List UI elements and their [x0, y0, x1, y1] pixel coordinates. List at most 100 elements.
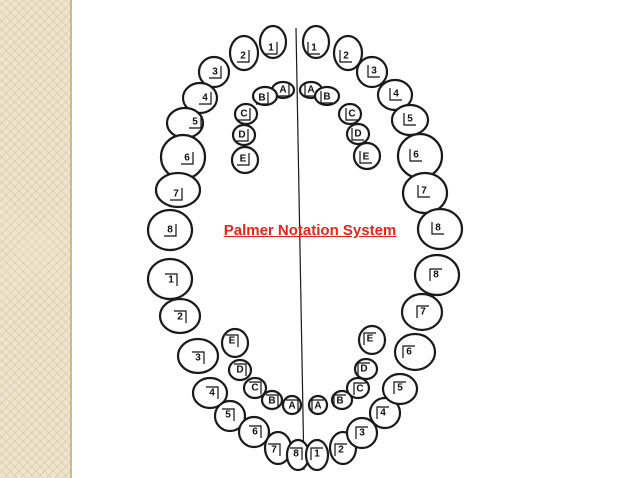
quadrant-bracket: [236, 129, 249, 142]
quadrant-bracket: [417, 185, 430, 198]
tooth-lower-left-permanent-7: 7: [400, 292, 444, 332]
tooth-lower-left-permanent-8: 8: [413, 253, 461, 297]
tooth-label: 7: [173, 189, 179, 200]
tooth-outline: [413, 253, 461, 297]
quadrant-bracket: [249, 381, 262, 394]
tooth-label: 2: [338, 445, 344, 456]
quadrant-bracket: [209, 66, 222, 79]
tooth-label: 5: [407, 114, 413, 125]
tooth-label: D: [236, 365, 243, 376]
tooth-label: 3: [359, 428, 365, 439]
tooth-label: 5: [397, 383, 403, 394]
tooth-label: E: [229, 336, 236, 347]
tooth-upper-right-deciduous-e: E: [230, 145, 260, 175]
tooth-label: C: [251, 383, 258, 394]
slide-border-line: [70, 0, 72, 478]
tooth-upper-right-deciduous-d: D: [231, 123, 257, 147]
tooth-outline: [301, 24, 331, 60]
tooth-outline: [146, 208, 194, 252]
quadrant-bracket: [304, 84, 317, 97]
tooth-label: 1: [268, 43, 274, 54]
tooth-label: D: [354, 129, 361, 140]
tooth-upper-left-deciduous-e: E: [352, 141, 382, 171]
tooth-upper-left-permanent-4: 4: [376, 78, 414, 112]
quadrant-bracket: [416, 305, 429, 318]
tooth-label: 6: [413, 150, 419, 161]
quadrant-bracket: [226, 334, 239, 347]
tooth-label: C: [356, 384, 363, 395]
midline: [295, 27, 305, 471]
tooth-lower-right-permanent-2: 2: [158, 297, 202, 335]
tooth-lower-left-deciduous-c: C: [345, 376, 371, 400]
tooth-label: 2: [343, 51, 349, 62]
quadrant-bracket: [181, 152, 194, 165]
quadrant-bracket: [402, 345, 415, 358]
tooth-label: E: [363, 152, 370, 163]
quadrant-bracket: [334, 443, 347, 456]
quadrant-bracket: [376, 406, 389, 419]
tooth-lower-right-permanent-1: 1: [146, 257, 194, 301]
tooth-label: 3: [195, 353, 201, 364]
tooth-label: A: [279, 85, 286, 96]
tooth-outline: [396, 132, 444, 180]
quadrant-bracket: [170, 188, 183, 201]
tooth-outline: [393, 332, 437, 372]
tooth-upper-left-permanent-7: 7: [401, 171, 449, 215]
tooth-upper-right-permanent-3: 3: [197, 55, 231, 89]
tooth-lower-left-permanent-3: 3: [345, 416, 379, 450]
quadrant-bracket: [429, 268, 442, 281]
tooth-label: 2: [177, 312, 183, 323]
tooth-outline: [233, 102, 259, 126]
quadrant-bracket: [222, 408, 235, 421]
tooth-outline: [197, 55, 231, 89]
tooth-outline: [176, 337, 220, 375]
tooth-upper-right-permanent-2: 2: [228, 34, 260, 72]
tooth-label: 6: [252, 427, 258, 438]
quadrant-bracket: [277, 84, 290, 97]
quadrant-bracket: [409, 149, 422, 162]
quadrant-bracket: [256, 92, 269, 105]
tooth-outline: [158, 297, 202, 335]
quadrant-bracket: [353, 382, 366, 395]
tooth-upper-left-permanent-8: 8: [416, 207, 464, 251]
quadrant-bracket: [206, 386, 219, 399]
tooth-upper-left-permanent-1: 1: [301, 24, 331, 60]
quadrant-bracket: [199, 92, 212, 105]
tooth-label: C: [348, 109, 355, 120]
quadrant-bracket: [237, 153, 250, 166]
quadrant-bracket: [290, 447, 303, 460]
quadrant-bracket: [265, 42, 278, 55]
quadrant-bracket: [192, 351, 205, 364]
quadrant-bracket: [286, 399, 299, 412]
tooth-outline: [154, 171, 202, 209]
tooth-lower-left-permanent-5: 5: [381, 372, 419, 406]
quadrant-bracket: [339, 50, 352, 63]
tooth-outline: [355, 55, 389, 89]
quadrant-bracket: [393, 381, 406, 394]
tooth-outline: [376, 78, 414, 112]
quadrant-bracket: [351, 128, 364, 141]
tooth-upper-left-permanent-2: 2: [332, 34, 364, 72]
tooth-label: 8: [433, 270, 439, 281]
quadrant-bracket: [320, 91, 333, 104]
tooth-label: 2: [240, 51, 246, 62]
tooth-label: 1: [168, 275, 174, 286]
quadrant-bracket: [431, 222, 444, 235]
tooth-label: 3: [212, 67, 218, 78]
tooth-outline: [416, 207, 464, 251]
quadrant-bracket: [311, 399, 324, 412]
quadrant-bracket: [357, 362, 370, 375]
tooth-outline: [181, 81, 219, 115]
tooth-label: B: [268, 396, 275, 407]
tooth-lower-right-permanent-6: 6: [237, 415, 271, 449]
tooth-label: 7: [271, 445, 277, 456]
tooth-upper-right-permanent-7: 7: [154, 171, 202, 209]
quadrant-bracket: [266, 394, 279, 407]
tooth-outline: [191, 376, 229, 410]
tooth-outline: [345, 416, 379, 450]
diagram-title: Palmer Notation System: [223, 222, 397, 239]
tooth-label: 7: [421, 186, 427, 197]
tooth-upper-left-permanent-5: 5: [390, 103, 430, 137]
tooth-label: 8: [293, 449, 299, 460]
